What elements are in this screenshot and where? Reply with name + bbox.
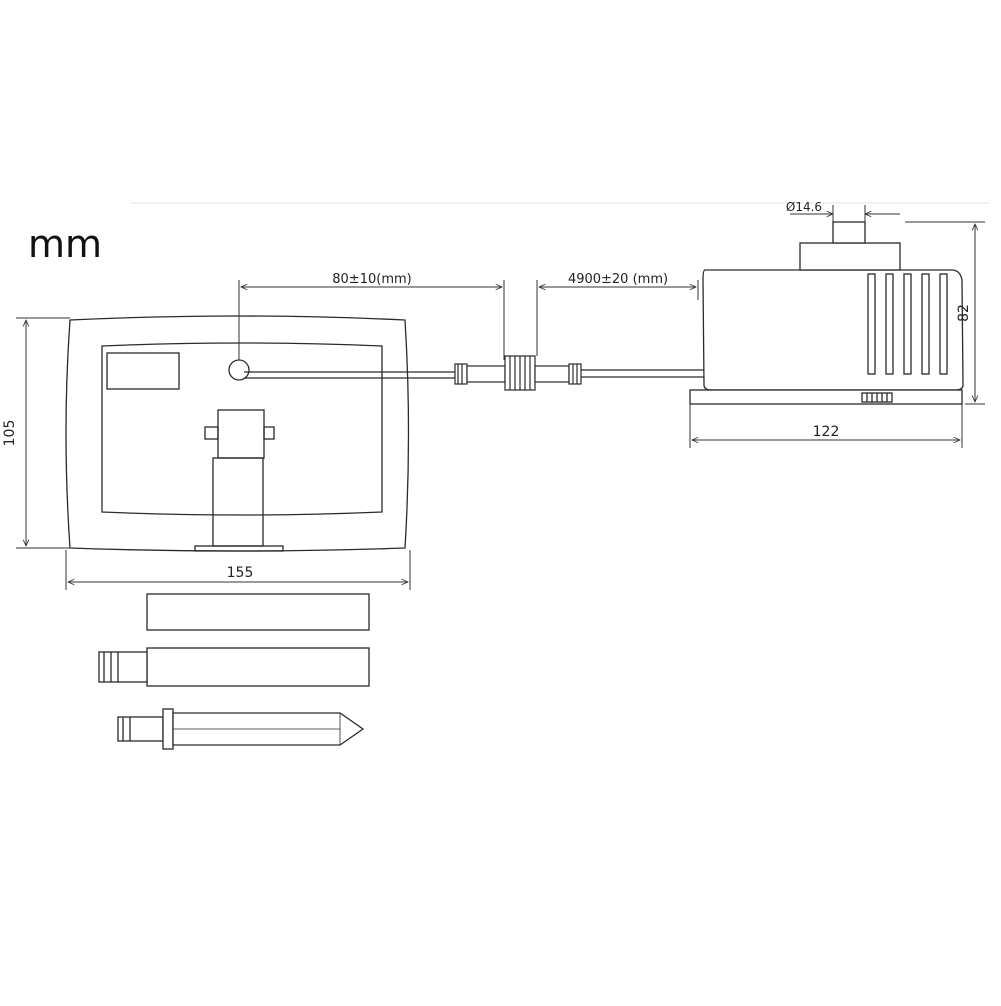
transformer-width-label: 122 — [813, 424, 840, 440]
box-base-plate — [689, 389, 963, 405]
dim-panel-width — [65, 550, 411, 590]
dim-cable-long — [536, 280, 699, 356]
plug-1-body — [466, 365, 506, 383]
bracket-knob-right — [263, 426, 275, 440]
vent-slot-1 — [867, 273, 876, 375]
vent-slot-4 — [921, 273, 930, 375]
plug-1-grip — [454, 363, 468, 385]
socket-collar — [799, 242, 901, 271]
vent-slot-5 — [939, 273, 948, 375]
panel-width-label: 155 — [227, 565, 254, 581]
vent-slot-3 — [903, 273, 912, 375]
dim-panel-height — [16, 317, 70, 549]
socket-plug — [832, 221, 866, 244]
dim-transformer-width — [689, 404, 963, 448]
units-label: mm — [28, 222, 103, 266]
solar-panel — [65, 315, 410, 552]
dim-socket-diameter — [790, 205, 900, 222]
transformer-height-label: 82 — [956, 304, 972, 322]
dim-cable-short — [238, 280, 505, 360]
stand-post — [212, 457, 264, 547]
cable-outlet — [228, 359, 250, 381]
part-ground-stake — [117, 708, 365, 750]
stand-bracket — [217, 409, 265, 459]
panel-label-plate — [106, 352, 180, 390]
transformer-box — [689, 221, 964, 405]
dim-transformer-height — [905, 221, 985, 405]
vent-slot-2 — [885, 273, 894, 375]
socket-diameter-label: Ø14.6 — [786, 200, 822, 214]
cable-long-label: 4900±20 (mm) — [568, 272, 668, 287]
cable-assembly — [244, 355, 705, 391]
panel-inner-frame — [101, 342, 383, 516]
mounting-parts — [98, 593, 370, 750]
cable-short-label: 80±10(mm) — [332, 272, 411, 287]
plug-2-body — [534, 365, 570, 383]
bracket-knob-left — [204, 426, 219, 440]
part-flat-bar — [146, 593, 370, 631]
plug-2-grip — [568, 363, 582, 385]
part-stake-holder — [98, 647, 370, 687]
panel-height-label: 105 — [2, 420, 18, 447]
panel-outline — [65, 315, 410, 552]
stand-base — [194, 545, 284, 552]
box-body — [702, 269, 964, 391]
